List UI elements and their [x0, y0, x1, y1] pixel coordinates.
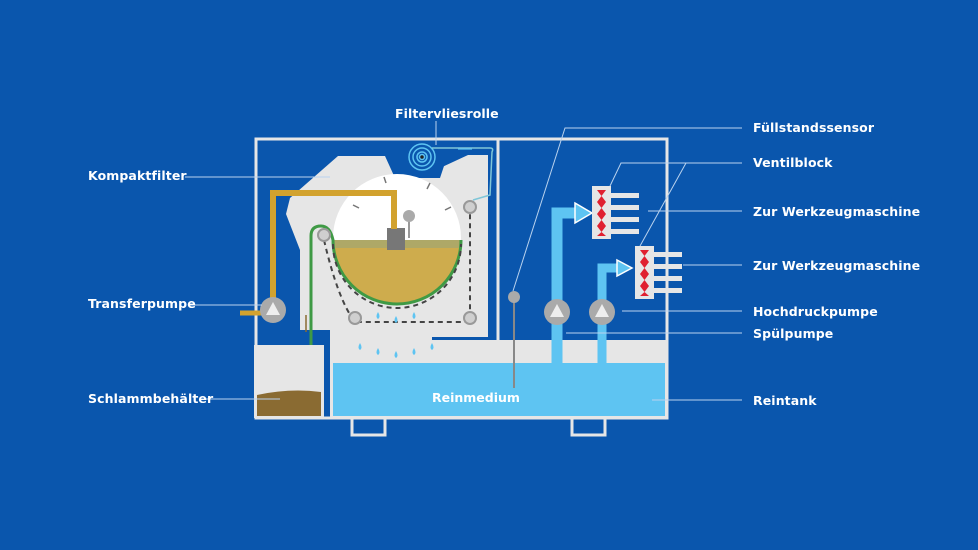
drops	[358, 312, 434, 358]
spuelpumpe-triangle	[595, 304, 609, 317]
foot-left	[350, 416, 387, 437]
label-filtervliesrolle: Filtervliesrolle	[395, 106, 499, 121]
label-ventilblock: Ventilblock	[753, 155, 833, 170]
filtervliesrolle-icon	[408, 143, 436, 171]
pipe-spuel-arrow	[616, 258, 634, 278]
conveyor-arc	[332, 243, 462, 309]
label-fuellstandssensor: Füllstandssensor	[753, 120, 875, 135]
label-werkzeugmaschine-2: Zur Werkzeugmaschine	[753, 258, 921, 273]
fuellstandssensor-icon	[508, 291, 520, 303]
hochdruckpumpe-triangle	[550, 304, 564, 317]
leader-lines	[185, 121, 742, 401]
foot-right	[570, 416, 607, 437]
roll-notch	[398, 148, 450, 178]
transfer-pipe	[270, 190, 397, 300]
inlet-box	[387, 228, 405, 250]
ventilblock-2	[635, 246, 682, 299]
label-spuelpumpe: Spülpumpe	[753, 326, 834, 341]
label-hochdruckpumpe: Hochdruckpumpe	[753, 304, 878, 319]
label-schlammbehaelter: Schlammbehälter	[88, 391, 214, 406]
label-reintank: Reintank	[753, 393, 817, 408]
drum-ticks	[352, 176, 452, 211]
reinmedium-fill	[333, 363, 665, 416]
sludge-fill	[257, 390, 321, 416]
drum-sensor	[403, 210, 415, 222]
label-transferpumpe: Transferpumpe	[88, 296, 196, 311]
dirty-medium	[333, 240, 461, 304]
pipe-spuel	[597, 263, 618, 410]
pipe-hochdruck-arrow	[574, 201, 594, 225]
label-werkzeugmaschine-1: Zur Werkzeugmaschine	[753, 204, 921, 219]
label-kompaktfilter: Kompaktfilter	[88, 168, 187, 183]
pipe-hochdruck	[551, 207, 578, 410]
filter-fleece	[309, 224, 463, 306]
fleece-feed	[432, 147, 494, 201]
rollers	[317, 200, 477, 325]
transferpumpe-triangle	[266, 302, 280, 315]
ventilblock-1	[592, 186, 639, 239]
label-reinmedium: Reinmedium	[432, 390, 520, 405]
